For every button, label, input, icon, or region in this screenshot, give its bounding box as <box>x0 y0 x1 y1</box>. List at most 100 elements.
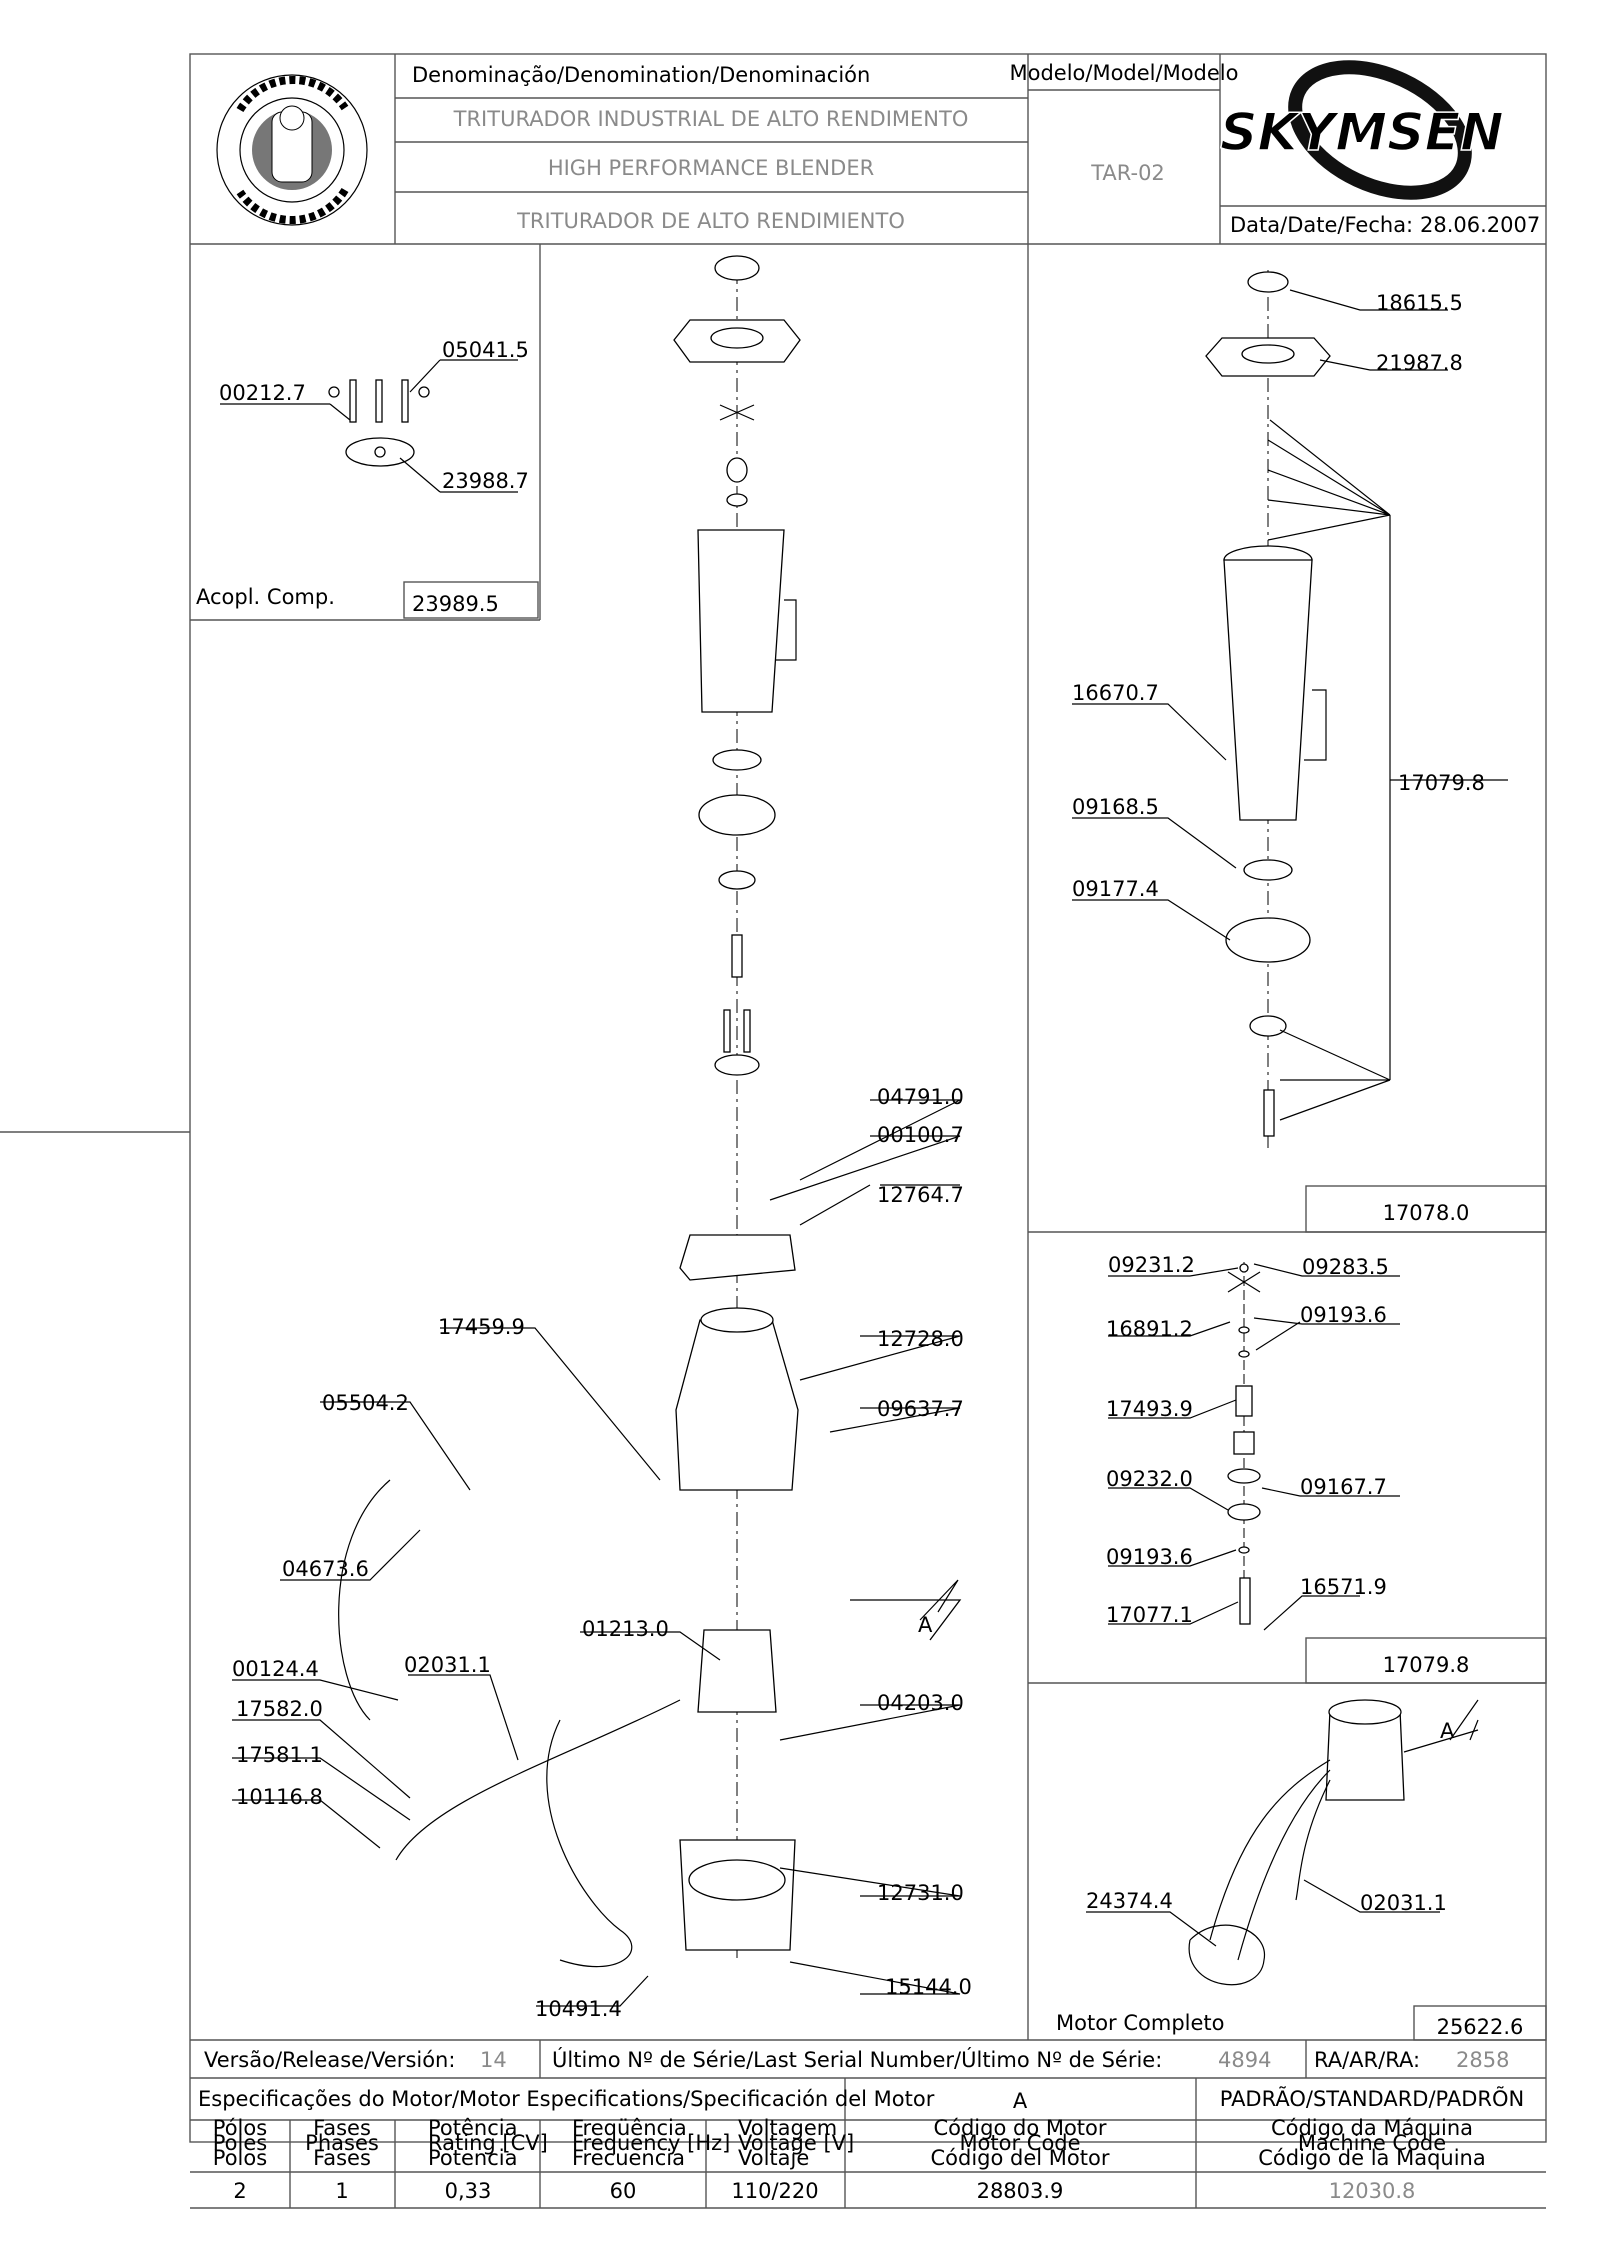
col-header: Código do Motor <box>933 2116 1106 2140</box>
serial-value: 4894 <box>1218 2048 1271 2072</box>
part-label: 17581.1 <box>236 1743 323 1767</box>
motor-code: 25622.6 <box>1437 2015 1524 2039</box>
col-header: Frequency [Hz] <box>572 2131 730 2155</box>
coupling-title: Acopl. Comp. <box>196 585 335 609</box>
name-en: HIGH PERFORMANCE BLENDER <box>548 156 874 180</box>
part-label: 02031.1 <box>404 1653 491 1677</box>
col-header: Voltaje <box>738 2146 809 2170</box>
part-label: 17077.1 <box>1106 1603 1193 1627</box>
part-label: 00100.7 <box>877 1123 964 1147</box>
motor-spec-title: Especificações do Motor/Motor Especifica… <box>198 2087 935 2111</box>
part-label: 12731.0 <box>877 1881 964 1905</box>
name-pt: TRITURADOR INDUSTRIAL DE ALTO RENDIMENTO <box>453 107 969 131</box>
part-label: 17582.0 <box>236 1697 323 1721</box>
col-header: Polos <box>213 2146 267 2170</box>
detail-a-label: A <box>918 1613 933 1637</box>
part-label: 24374.4 <box>1086 1889 1173 1913</box>
part-label: 23988.7 <box>442 469 529 493</box>
col-header: Fases <box>313 2146 371 2170</box>
authorized-service-seal <box>216 74 368 226</box>
col-header: Fases <box>313 2116 371 2140</box>
part-label: 10491.4 <box>535 1997 622 2021</box>
voltage-value: 110/220 <box>731 2179 818 2203</box>
motor-spec-value: A <box>1013 2089 1028 2113</box>
part-label: 04673.6 <box>282 1557 369 1581</box>
serial-label: Último Nº de Série/Last Serial Number/Úl… <box>552 2047 1162 2072</box>
part-label: 16571.9 <box>1300 1575 1387 1599</box>
part-label: 09167.7 <box>1300 1475 1387 1499</box>
part-label: 21987.8 <box>1376 351 1463 375</box>
blade-assembly-drawing <box>1108 1262 1400 1631</box>
part-label: 12728.0 <box>877 1327 964 1351</box>
motor-title: Motor Completo <box>1056 2011 1225 2035</box>
jar-assembly-drawing <box>1072 270 1508 1150</box>
part-label: 09232.0 <box>1106 1467 1193 1491</box>
version-label: Versão/Release/Versión: <box>204 2048 455 2072</box>
version-value: 14 <box>480 2048 507 2072</box>
part-label: 16670.7 <box>1072 681 1159 705</box>
col-header: Machine Code <box>1298 2131 1446 2155</box>
part-label: 17493.9 <box>1106 1397 1193 1421</box>
part-label: 15144.0 <box>885 1975 972 1999</box>
name-es: TRITURADOR DE ALTO RENDIMIENTO <box>516 209 905 233</box>
jar-assembly-code: 17078.0 <box>1383 1201 1470 1225</box>
part-label: 10116.8 <box>236 1785 323 1809</box>
part-label: 09283.5 <box>1302 1255 1389 1279</box>
ra-value: 2858 <box>1456 2048 1509 2072</box>
part-label: 16891.2 <box>1106 1317 1193 1341</box>
date-label: Data/Date/Fecha: <box>1230 213 1413 237</box>
col-header: Voltagem <box>738 2116 837 2140</box>
part-label: 09637.7 <box>877 1397 964 1421</box>
part-label: 09193.6 <box>1106 1545 1193 1569</box>
coupling-drawing <box>220 359 518 493</box>
motor-drawing <box>1086 1699 1479 1986</box>
col-header: Código de la Maquina <box>1258 2146 1485 2170</box>
part-label: 04203.0 <box>877 1691 964 1715</box>
part-label: 04791.0 <box>877 1085 964 1109</box>
blade-assembly-code: 17079.8 <box>1383 1653 1470 1677</box>
col-header: Potencia <box>428 2146 517 2170</box>
col-header: Potência <box>428 2116 517 2140</box>
col-header: Phases <box>305 2131 379 2155</box>
brand-text: SKYMSEN <box>1220 103 1504 163</box>
col-header: Voltage [V] <box>738 2131 854 2155</box>
standard-label: PADRÃO/STANDARD/PADRÕN <box>1220 2085 1525 2111</box>
col-header: Código del Motor <box>931 2146 1110 2170</box>
coupling-code: 23989.5 <box>412 592 499 616</box>
power-value: 0,33 <box>445 2179 492 2203</box>
part-label: 18615.5 <box>1376 291 1463 315</box>
part-label: 09231.2 <box>1108 1253 1195 1277</box>
date-value: 28.06.2007 <box>1420 213 1540 237</box>
frame <box>0 53 1547 2209</box>
part-label: 05041.5 <box>442 338 529 362</box>
part-label: 01213.0 <box>582 1617 669 1641</box>
part-label: 12764.7 <box>877 1183 964 1207</box>
model-value: TAR-02 <box>1090 161 1165 185</box>
part-label: 17459.9 <box>438 1315 525 1339</box>
col-header: Motor Code <box>959 2131 1080 2155</box>
main-exploded-drawing <box>232 255 962 2007</box>
col-header: Pólos <box>213 2116 267 2140</box>
motor-detail-label: A <box>1440 1719 1455 1743</box>
col-header: Rating [CV] <box>428 2131 548 2155</box>
phases-value: 1 <box>335 2179 348 2203</box>
frequency-value: 60 <box>610 2179 637 2203</box>
col-header: Freqüência <box>572 2116 687 2140</box>
denomination-title: Denominação/Denomination/Denominación <box>412 63 870 87</box>
col-header: Poles <box>213 2131 267 2155</box>
skymsen-logo: SKYMSEN <box>1219 60 1504 200</box>
part-label: 02031.1 <box>1360 1891 1447 1915</box>
machine-code-value: 12030.8 <box>1329 2179 1416 2203</box>
part-label: 17079.8 <box>1398 771 1485 795</box>
part-label: 00212.7 <box>219 381 306 405</box>
part-label: 09193.6 <box>1300 1303 1387 1327</box>
motor-code-value: 28803.9 <box>977 2179 1064 2203</box>
part-label: 09168.5 <box>1072 795 1159 819</box>
model-title: Modelo/Model/Modelo <box>1009 61 1238 85</box>
col-header: Código da Máquina <box>1271 2116 1473 2140</box>
part-label: 09177.4 <box>1072 877 1159 901</box>
part-label: 00124.4 <box>232 1657 319 1681</box>
poles-value: 2 <box>233 2179 246 2203</box>
ra-label: RA/AR/RA: <box>1314 2048 1420 2072</box>
